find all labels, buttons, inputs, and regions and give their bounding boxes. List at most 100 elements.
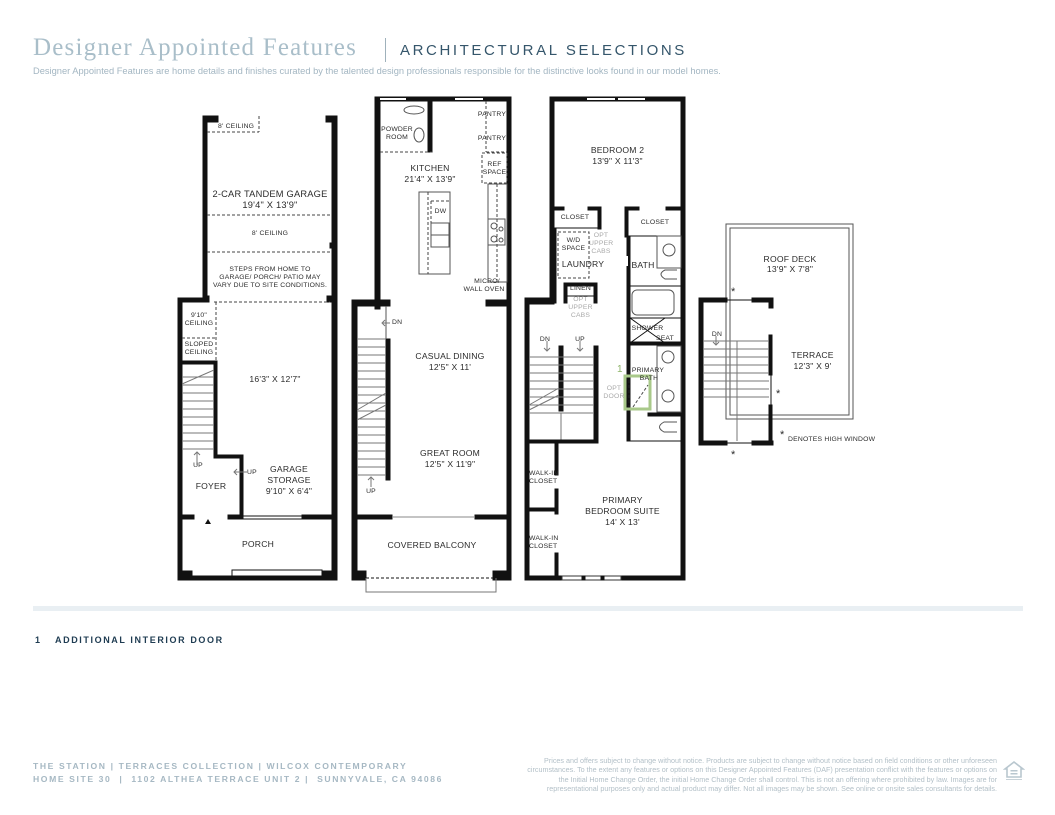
floor-plan: 8' CEILING 2-CAR TANDEM GARAGE 19'4" X 1… xyxy=(177,96,876,593)
primary-suite-a: PRIMARY xyxy=(602,495,643,505)
stair-dn-label-3: DN xyxy=(539,336,551,343)
opt-cabs-2b: UPPER xyxy=(568,304,593,311)
kitchen-dims: 21'4" X 13'9" xyxy=(404,174,456,184)
high-window-marker-2: * xyxy=(776,388,781,400)
title-separator xyxy=(385,38,386,62)
micro-oven-b: WALL OVEN xyxy=(463,286,505,293)
primary-suite-dims: 14' X 13' xyxy=(605,517,640,527)
bath-label: BATH xyxy=(631,260,655,270)
linen-label: LINEN xyxy=(569,285,592,292)
floor-plan-linework xyxy=(177,96,854,593)
storage-up-label: UP xyxy=(247,469,257,476)
roof-walls xyxy=(698,223,854,446)
steps-note-1: STEPS FROM HOME TO xyxy=(229,266,311,273)
walkin-closet-2b: CLOSET xyxy=(529,543,558,550)
legend-asterisk: * xyxy=(780,429,785,441)
wd-space-b: SPACE xyxy=(561,245,586,252)
foyer-label: FOYER xyxy=(195,481,227,491)
project-address: HOME SITE 30 | 1102 ALTHEA TERRACE UNIT … xyxy=(33,774,443,784)
project-collection: THE STATION | TERRACES COLLECTION | WILC… xyxy=(33,761,408,771)
high-window-marker-1: * xyxy=(731,286,736,298)
ref-space-b: SPACE xyxy=(482,169,507,176)
legal-disclaimer: Prices and offers subject to change with… xyxy=(527,756,997,793)
terrace-name: TERRACE xyxy=(791,350,834,360)
primary-bath-a: PRIMARY xyxy=(631,367,665,374)
section-divider xyxy=(33,606,1023,611)
primary-bath-b: BATH xyxy=(639,375,659,382)
great-room-name: GREAT ROOM xyxy=(420,448,480,458)
roof-stair-dn: DN xyxy=(711,331,723,338)
opt-upper-cabs-b: UPPER xyxy=(589,240,614,247)
closet-right: CLOSET xyxy=(640,219,670,226)
option-note: 1 ADDITIONAL INTERIOR DOOR xyxy=(35,635,224,645)
sloped-ceiling-a: SLOPED xyxy=(184,341,214,348)
storage-name-1: GARAGE xyxy=(270,464,308,474)
page-subtitle: ARCHITECTURAL SELECTIONS xyxy=(400,42,687,59)
lower-garage-dims: 16'3" X 12'7" xyxy=(249,374,301,384)
storage-name-2: STORAGE xyxy=(267,475,311,485)
garage-ceiling-label: 8' CEILING xyxy=(218,123,255,130)
opt-cabs-2c: CABS xyxy=(570,312,591,319)
floor-3-walls xyxy=(524,96,686,581)
option-note-number: 1 xyxy=(35,635,42,645)
powder-room-b: ROOM xyxy=(386,134,408,141)
option-1-highlight xyxy=(623,374,652,411)
primary-suite-b: BEDROOM SUITE xyxy=(585,506,660,516)
opt-upper-cabs-a: OPT xyxy=(593,232,609,239)
project-info: THE STATION | TERRACES COLLECTION | WILC… xyxy=(33,760,443,786)
floor-3-dashed xyxy=(557,231,649,408)
floor-1-walls xyxy=(177,115,338,581)
opt-upper-cabs-c: CABS xyxy=(591,248,611,255)
page-description: Designer Appointed Features are home det… xyxy=(33,66,721,76)
option-note-text: ADDITIONAL INTERIOR DOOR xyxy=(55,635,224,645)
floor-2-walls xyxy=(351,96,512,593)
ceiling-910-b: CEILING xyxy=(184,320,214,327)
stair-up-label-3: UP xyxy=(575,336,585,343)
walkin-closet-1a: WALK-IN xyxy=(529,470,559,477)
garage-dims: 19'4" X 13'9" xyxy=(242,200,298,210)
stair-up-label: UP xyxy=(193,462,203,469)
dining-dims: 12'5" X 11' xyxy=(428,362,472,372)
dishwasher-label: DW xyxy=(434,208,447,215)
stair-dn-label: DN xyxy=(392,319,403,326)
stair-up-label-2: UP xyxy=(366,488,376,495)
legend-high-window: DENOTES HIGH WINDOW xyxy=(788,436,876,443)
garage-mid-ceiling: 8' CEILING xyxy=(251,230,289,237)
sloped-ceiling-b: CEILING xyxy=(184,349,214,356)
pantry-2: PANTRY xyxy=(477,135,507,142)
terrace-dims: 12'3" X 9' xyxy=(793,361,832,371)
roof-deck-dims: 13'9" X 7'8" xyxy=(766,264,814,274)
roof-deck-name: ROOF DECK xyxy=(763,254,817,264)
steps-note-3: VARY DUE TO SITE CONDITIONS. xyxy=(212,282,328,289)
laundry-label: LAUNDRY xyxy=(561,259,605,269)
great-room-dims: 12'5" X 11'9" xyxy=(424,459,476,469)
floor-1-dashed xyxy=(182,116,332,361)
steps-note-2: GARAGE/ PORCH/ PATIO MAY xyxy=(219,274,321,281)
pantry-1: PANTRY xyxy=(477,111,507,118)
balcony-label: COVERED BALCONY xyxy=(387,540,477,550)
wd-space-a: W/D xyxy=(566,237,581,244)
ceiling-910-a: 9'10" xyxy=(190,312,208,319)
kitchen-name: KITCHEN xyxy=(410,163,450,173)
bedroom-2-name: BEDROOM 2 xyxy=(590,145,645,155)
garage-name: 2-CAR TANDEM GARAGE xyxy=(212,189,328,199)
seat-label: SEAT xyxy=(655,335,675,342)
closet-left: CLOSET xyxy=(560,214,590,221)
porch-label: PORCH xyxy=(241,539,275,549)
opt-cabs-2a: OPT xyxy=(573,296,588,303)
dining-name: CASUAL DINING xyxy=(415,351,485,361)
high-window-marker-3: * xyxy=(731,449,736,461)
walkin-closet-1b: CLOSET xyxy=(529,478,558,485)
equal-housing-icon xyxy=(1003,760,1025,780)
ref-space-a: REF xyxy=(487,161,502,168)
floor-2-dashed xyxy=(380,101,508,282)
powder-room-a: POWDER xyxy=(381,126,413,133)
opt-door-b: DOOR xyxy=(603,393,625,400)
walkin-closet-2a: WALK-IN xyxy=(529,535,559,542)
shower-label: SHOWER xyxy=(631,325,664,332)
storage-dims: 9'10" X 6'4" xyxy=(265,486,313,496)
option-1-marker: 1 xyxy=(617,364,623,375)
page-title: Designer Appointed Features xyxy=(33,34,358,61)
bedroom-2-dims: 13'9" X 11'3" xyxy=(592,156,643,166)
micro-oven-a: MICRO/ xyxy=(474,278,500,285)
